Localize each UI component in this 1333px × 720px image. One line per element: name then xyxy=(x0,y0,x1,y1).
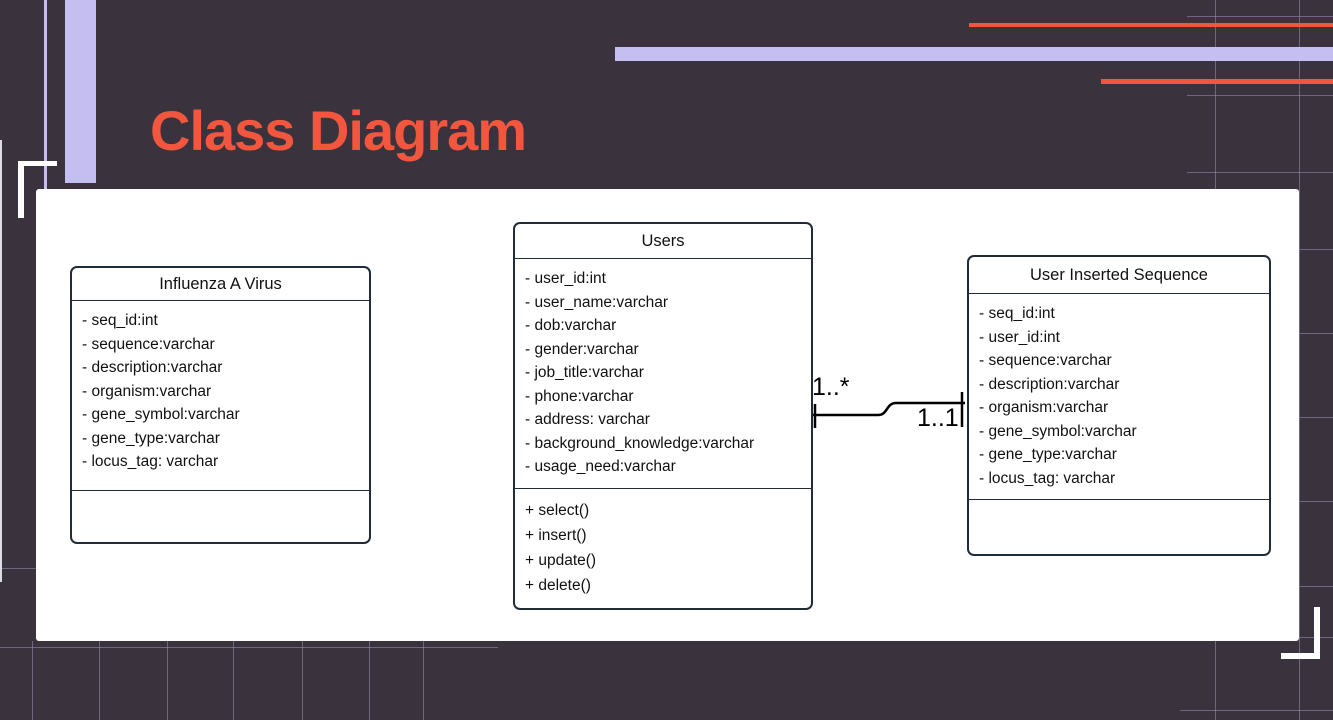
red-accent-line-second xyxy=(1101,79,1333,84)
multiplicity-label-to: 1..1 xyxy=(917,404,959,432)
uml-member: - background_knowledge:varchar xyxy=(525,434,755,452)
uml-member: - dob:varchar xyxy=(525,317,617,334)
uml-member: + select() xyxy=(525,502,590,519)
uml-member: - job_title:varchar xyxy=(525,364,644,381)
grid-line xyxy=(1180,710,1333,711)
uml-member: - gene_type:varchar xyxy=(979,446,1117,463)
uml-member: - address: varchar xyxy=(525,411,650,428)
uml-member: - user_id:int xyxy=(979,328,1060,346)
corner-bracket-bottom-right xyxy=(1314,607,1320,659)
uml-member: - description:varchar xyxy=(979,375,1120,393)
grid-line xyxy=(233,641,234,720)
uml-member: - gene_type:varchar xyxy=(82,429,220,447)
lavender-vertical-line xyxy=(44,0,47,189)
red-accent-line-top xyxy=(969,23,1333,27)
grid-line xyxy=(1299,0,1300,720)
grid-line xyxy=(302,641,303,720)
uml-member: - locus_tag: varchar xyxy=(82,453,219,470)
uml-member: + delete() xyxy=(525,577,591,594)
lavender-vertical-bar xyxy=(65,0,96,183)
corner-bracket-top-left xyxy=(18,161,24,218)
grid-line xyxy=(1299,586,1333,587)
page-title: Class Diagram xyxy=(150,98,527,162)
uml-member: - usage_need:varchar xyxy=(525,458,676,475)
uml-member: - organism:varchar xyxy=(82,382,212,400)
grid-line xyxy=(369,641,370,720)
uml-member: - gene_symbol:varchar xyxy=(82,406,240,423)
uml-member: - sequence:varchar xyxy=(979,352,1112,369)
class-box-users: Users - user_id:int- user_name:varchar- … xyxy=(513,222,813,610)
uml-member: + insert() xyxy=(525,527,587,544)
uml-member: - gene_symbol:varchar xyxy=(979,422,1137,440)
corner-bracket-top-left xyxy=(18,161,57,166)
uml-member: - organism:varchar xyxy=(979,399,1109,416)
grid-line xyxy=(1299,417,1333,418)
grid-line xyxy=(167,641,168,720)
corner-bracket-bottom-right xyxy=(1281,653,1320,659)
class-box-influenza-a-virus: Influenza A Virus - seq_id:int - sequence… xyxy=(70,266,371,544)
multiplicity-label-from: 1..* xyxy=(812,373,850,401)
class-title: Users xyxy=(515,224,811,259)
grid-line xyxy=(0,568,36,569)
uml-member: - locus_tag: varchar xyxy=(979,469,1116,487)
grid-line xyxy=(0,647,498,648)
class-title: Influenza A Virus xyxy=(72,268,369,301)
uml-member: + update() xyxy=(525,552,597,569)
grid-line xyxy=(1187,16,1333,17)
class-methods xyxy=(72,491,369,542)
uml-member: - user_id:int xyxy=(525,270,606,287)
class-methods xyxy=(969,500,1269,554)
uml-member: - seq_id:int xyxy=(979,305,1055,322)
class-attributes: - seq_id:int - user_id:int - sequence:varc… xyxy=(969,294,1269,500)
uml-member: - phone:varchar xyxy=(525,387,634,405)
uml-member: - seq_id:int xyxy=(82,312,158,329)
grid-line xyxy=(1299,333,1333,334)
uml-member: - gender:varchar xyxy=(525,340,639,358)
class-title: User Inserted Sequence xyxy=(969,257,1269,294)
uml-member: - user_name:varchar xyxy=(525,293,669,311)
grid-line xyxy=(99,641,100,720)
class-attributes: - seq_id:int - sequence:varchar - descript… xyxy=(72,301,369,491)
grid-line xyxy=(423,641,424,720)
grid-line xyxy=(1187,172,1333,173)
uml-member: - description:varchar xyxy=(82,359,223,376)
grid-line xyxy=(32,641,33,720)
uml-member: - sequence:varchar xyxy=(82,335,215,353)
class-attributes: - user_id:int - user_name:varchar - dob:va… xyxy=(515,259,811,489)
grid-line xyxy=(1299,501,1333,502)
class-box-user-inserted-sequence: User Inserted Sequence - seq_id:int - use… xyxy=(967,255,1271,556)
left-edge-accent xyxy=(0,140,2,582)
class-methods: + select() + insert() + update() + delete() xyxy=(515,489,811,608)
grid-line xyxy=(1187,95,1333,96)
lavender-horizontal-bar xyxy=(615,47,1333,61)
grid-line xyxy=(1299,249,1333,250)
